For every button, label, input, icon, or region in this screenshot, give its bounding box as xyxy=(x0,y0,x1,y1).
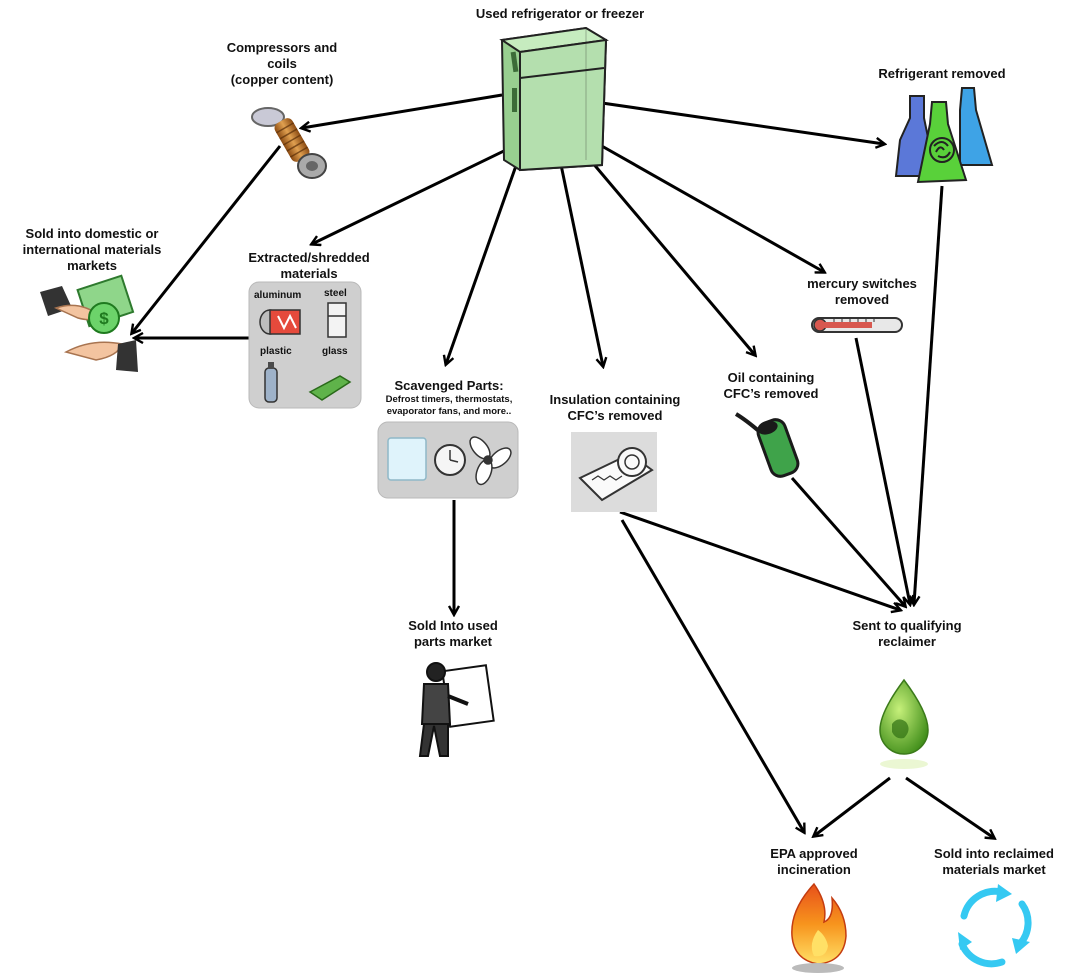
label-used-parts-market: Sold Into used parts market xyxy=(388,618,518,650)
label-extracted-materials: Extracted/shredded materials xyxy=(234,250,384,282)
label-epa-incineration: EPA approved incineration xyxy=(752,846,876,878)
refrigerator-icon xyxy=(499,26,609,172)
label-line: Extracted/shredded xyxy=(248,250,370,265)
earth-droplet-icon xyxy=(879,678,929,769)
plastic-bottle-icon xyxy=(264,362,278,403)
label-insulation: Insulation containing CFC’s removed xyxy=(530,392,700,424)
arrow-oil-to-reclaimer xyxy=(790,477,905,606)
arrow-fridge-to-scavenged xyxy=(446,159,520,364)
oil-can-icon xyxy=(734,412,800,478)
recycle-arrows-icon xyxy=(958,884,1032,968)
label-compressors: Compressors and coils (copper content) xyxy=(212,40,352,88)
money-hands-icon: $ xyxy=(40,274,138,372)
label-line: markets xyxy=(67,258,117,273)
label-line: Compressors and xyxy=(226,40,338,55)
glass-bottle-icon xyxy=(308,375,352,401)
label-line: Used refrigerator or freezer xyxy=(475,6,645,21)
label-line: Insulation containing xyxy=(549,392,681,407)
thermometer-icon xyxy=(811,317,903,333)
arrow-fridge-to-oil xyxy=(584,154,755,355)
label-line: Oil containing xyxy=(727,370,815,385)
arrow-compressors-to-sold xyxy=(132,145,282,333)
arrow-reclaimer-to-reclaimed-market xyxy=(905,776,994,838)
arrow-reclaimer-to-incineration xyxy=(814,776,891,836)
arrow-fridge-to-refrigerant xyxy=(601,101,884,144)
materials-panel-icon xyxy=(248,281,362,409)
arrow-fridge-to-mercury xyxy=(599,143,824,272)
label-scavenged-parts: Scavenged Parts: Defrost timers, thermos… xyxy=(368,378,530,418)
arrow-insulation-to-reclaimer xyxy=(619,510,900,610)
refrigerant-bottles-icon xyxy=(894,87,994,184)
label-line: incineration xyxy=(777,862,851,877)
label-reclaimer: Sent to qualifying reclaimer xyxy=(832,618,982,650)
label-line: Scavenged Parts: xyxy=(394,378,504,393)
label-line: coils xyxy=(267,56,297,71)
label-detail-line: evaporator fans, and more.. xyxy=(386,406,512,417)
label-refrigerant-removed: Refrigerant removed xyxy=(862,66,1022,82)
copper-coil-icon xyxy=(251,107,327,179)
label-oil: Oil containing CFC’s removed xyxy=(706,370,836,402)
label-mercury-switches: mercury switches removed xyxy=(790,276,934,308)
label-line: Sent to qualifying xyxy=(852,618,962,633)
arrow-refrigerant-to-reclaimer xyxy=(914,185,944,604)
label-line: Sold Into used xyxy=(408,618,498,633)
label-line: reclaimer xyxy=(878,634,936,649)
arrow-fridge-to-extracted xyxy=(312,146,511,244)
material-label-plastic: plastic xyxy=(260,346,292,357)
parts-panel-icon xyxy=(377,421,519,499)
label-reclaimed-market: Sold into reclaimed materials market xyxy=(920,846,1068,878)
arrow-fridge-to-insulation xyxy=(558,159,603,366)
label-line: removed xyxy=(834,292,890,307)
label-line: CFC’s removed xyxy=(567,408,663,423)
label-line: (copper content) xyxy=(230,72,334,87)
label-line: international materials xyxy=(22,242,162,257)
label-line: materials market xyxy=(942,862,1046,877)
arrow-insulation-to-incineration xyxy=(620,519,804,832)
insulation-roll-icon xyxy=(571,432,657,512)
label-detail-line: Defrost timers, thermostats, xyxy=(385,394,513,405)
fire-icon xyxy=(791,882,847,973)
aluminum-roll-icon xyxy=(259,309,301,335)
label-line: Sold into domestic or xyxy=(25,226,159,241)
arrow-fridge-to-compressors xyxy=(302,93,503,128)
worker-carrying-window-icon xyxy=(418,662,495,757)
label-line: Sold into reclaimed xyxy=(934,846,1054,861)
arrow-mercury-to-reclaimer xyxy=(854,337,910,604)
label-line: CFC’s removed xyxy=(723,386,819,401)
svg-text:$: $ xyxy=(99,309,109,328)
label-line: parts market xyxy=(413,634,493,649)
label-used-refrigerator: Used refrigerator or freezer xyxy=(462,6,658,22)
steel-fridge-icon xyxy=(327,302,347,338)
label-line: Refrigerant removed xyxy=(878,66,1006,81)
label-line: mercury switches xyxy=(807,276,917,291)
material-label-glass: glass xyxy=(322,346,348,357)
material-label-aluminum: aluminum xyxy=(254,290,302,301)
flow-arrows xyxy=(132,93,994,838)
material-label-steel: steel xyxy=(324,288,347,299)
label-line: EPA approved xyxy=(770,846,858,861)
label-line: materials xyxy=(280,266,338,281)
label-sold-materials-markets: Sold into domestic or international mate… xyxy=(4,226,180,274)
